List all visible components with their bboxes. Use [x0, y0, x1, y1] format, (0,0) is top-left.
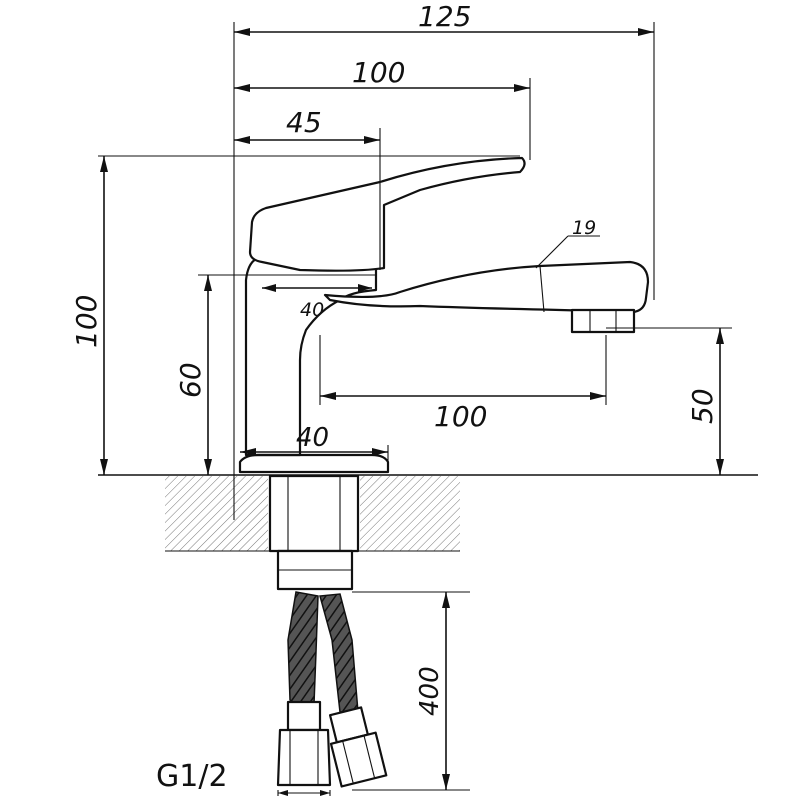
dim-lever-depth: 40 — [300, 299, 324, 321]
dimension-labels: 125 100 45 100 60 19 40 100 50 40 400 G1… — [70, 0, 719, 794]
dim-base-diameter: 40 — [296, 423, 329, 453]
connection-thread-label: G1/2 — [156, 759, 228, 794]
dim-body-width: 45 — [286, 106, 322, 139]
faucet-body — [238, 156, 650, 474]
dim-outlet-clearance: 50 — [686, 388, 719, 424]
dim-spout-height: 60 — [174, 362, 207, 398]
dim-hose-length: 400 — [415, 666, 445, 716]
dim-outlet-diameter: 19 — [572, 217, 596, 239]
dimension-lines — [100, 28, 724, 796]
countertop — [98, 474, 758, 552]
supply-hoses — [276, 591, 388, 788]
dim-total-width: 125 — [418, 0, 471, 33]
extension-lines — [98, 22, 732, 796]
dim-spout-reach: 100 — [434, 400, 487, 433]
dim-total-height: 100 — [70, 295, 103, 348]
mounting-shank — [268, 474, 360, 591]
dim-lever-reach: 100 — [352, 56, 405, 89]
